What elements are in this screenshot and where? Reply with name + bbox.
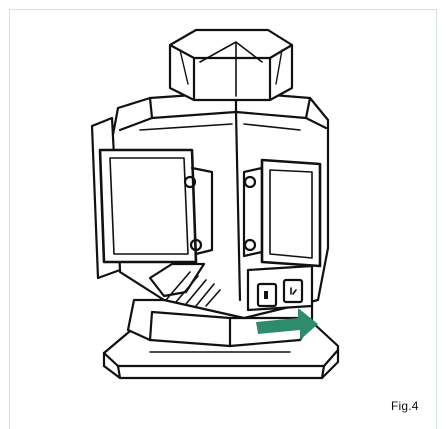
control-panel	[246, 264, 314, 312]
side-ribs	[148, 262, 221, 307]
left-laser-window	[90, 116, 214, 280]
button-right-icon	[282, 278, 304, 304]
figure-caption: Fig.4	[391, 399, 419, 413]
slide-direction-arrow-icon	[256, 308, 318, 340]
front-laser-window	[242, 158, 322, 268]
top-laser-window	[168, 28, 294, 102]
figure-frame	[9, 9, 437, 429]
